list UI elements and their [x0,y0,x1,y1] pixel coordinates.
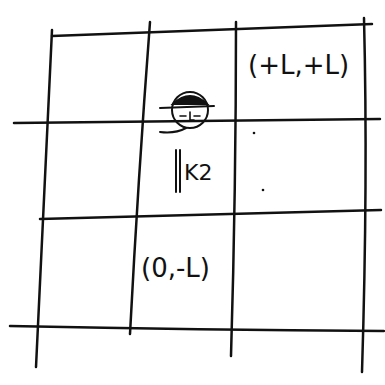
grid-line [130,22,150,334]
hat-brim [160,106,214,108]
grid-line [36,30,52,367]
figure-hair [173,96,207,104]
dot [253,132,256,135]
coordinate-label: (0,-L) [141,255,210,281]
grid-line [52,24,372,36]
coordinate-label: (+L,+L) [248,52,349,78]
figure-legs [176,150,180,192]
figure-head [172,92,208,128]
grid-line [10,326,384,331]
figure-arm [160,128,186,133]
grid-line [362,18,366,372]
dots [253,132,265,192]
grid-line [231,22,236,356]
grid-line [40,210,381,219]
grid-lines [10,18,384,372]
figure-drawing [160,92,214,192]
dot [262,189,265,192]
figure-face [180,112,200,120]
figure-name: K2 [184,162,212,184]
grid-line [14,119,380,123]
